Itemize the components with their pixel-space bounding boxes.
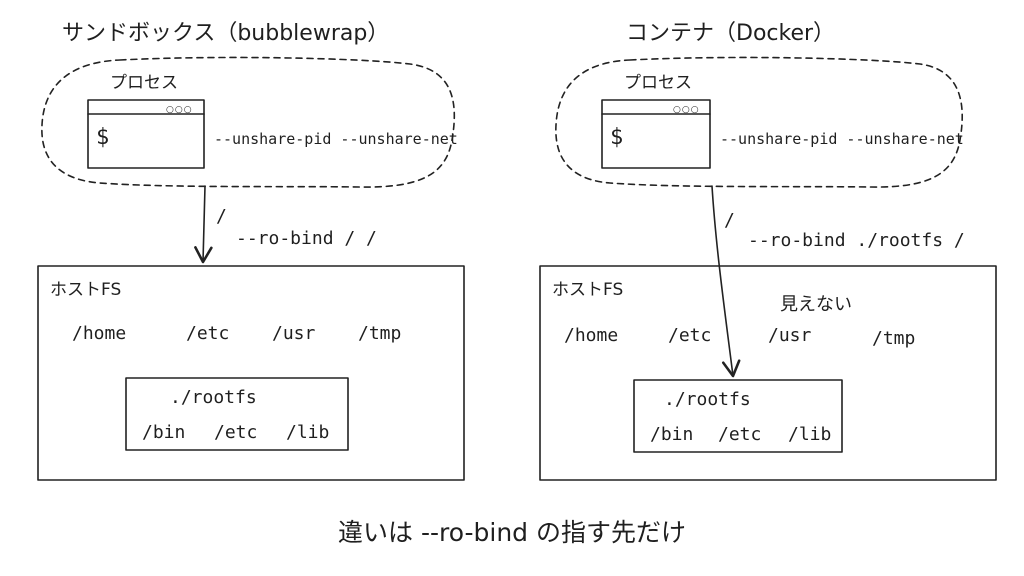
- container-host-fs-label: ホストFS: [552, 280, 623, 300]
- container-process-label: プロセス: [624, 73, 692, 93]
- container-host-dir: /home: [564, 325, 618, 346]
- sandbox-rootfs-label: ./rootfs: [170, 387, 257, 408]
- sandbox-host-dir: /etc: [186, 323, 229, 344]
- container-rootfs-dir: /bin: [650, 424, 693, 445]
- container-process-boundary: [555, 56, 963, 188]
- sandbox-terminal-prompt: $: [96, 125, 109, 150]
- footer-caption: 違いは --ro-bind の指す先だけ: [338, 518, 686, 547]
- sandbox-bind-label: --ro-bind / /: [236, 228, 377, 249]
- container-rootfs-dir: /etc: [718, 424, 761, 445]
- sandbox-rootfs-dir: /etc: [214, 422, 257, 443]
- container-panel: コンテナ（Docker） プロセス ○○○ $ --unshare-pid --…: [539, 21, 997, 481]
- container-terminal-window: ○○○ $: [601, 99, 711, 169]
- container-arrow-source: /: [724, 210, 735, 231]
- container-rootfs-box: [633, 379, 843, 453]
- sandbox-terminal-window: ○○○ $: [87, 99, 205, 169]
- sandbox-host-fs-box: [37, 265, 465, 481]
- container-rootfs-dir: /lib: [788, 424, 831, 445]
- container-host-fs-box: [539, 265, 997, 481]
- container-hidden-label: 見えない: [780, 294, 852, 315]
- container-title: コンテナ（Docker）: [626, 21, 835, 46]
- sandbox-host-dir: /home: [72, 323, 126, 344]
- container-terminal-dots: ○○○: [673, 105, 700, 115]
- container-bind-arrow: [711, 185, 741, 378]
- container-namespace-flags: --unshare-pid --unshare-net: [720, 130, 964, 148]
- container-bind-label: --ro-bind ./rootfs /: [748, 230, 965, 251]
- container-host-dir: /etc: [668, 325, 711, 346]
- sandbox-host-dir: /usr: [272, 323, 316, 344]
- container-host-dir: /tmp: [872, 328, 915, 349]
- sandbox-bind-arrow: [194, 185, 213, 264]
- sandbox-process-label: プロセス: [110, 73, 178, 93]
- sandbox-rootfs-dir: /bin: [142, 422, 185, 443]
- container-host-dir: /usr: [768, 325, 812, 346]
- sandbox-arrow-source: /: [216, 206, 227, 227]
- container-terminal-prompt: $: [610, 125, 623, 150]
- sandbox-rootfs-dir: /lib: [286, 422, 329, 443]
- sandbox-host-dir: /tmp: [358, 323, 401, 344]
- sandbox-title: サンドボックス（bubblewrap）: [62, 21, 389, 46]
- sandbox-rootfs-box: [125, 377, 349, 451]
- container-rootfs-label: ./rootfs: [664, 389, 751, 410]
- sandbox-host-fs-label: ホストFS: [50, 280, 121, 300]
- sandbox-terminal-dots: ○○○: [166, 105, 193, 115]
- sandbox-namespace-flags: --unshare-pid --unshare-net: [214, 130, 458, 148]
- sandbox-panel: サンドボックス（bubblewrap） プロセス ○○○ $ --unshare…: [37, 21, 465, 481]
